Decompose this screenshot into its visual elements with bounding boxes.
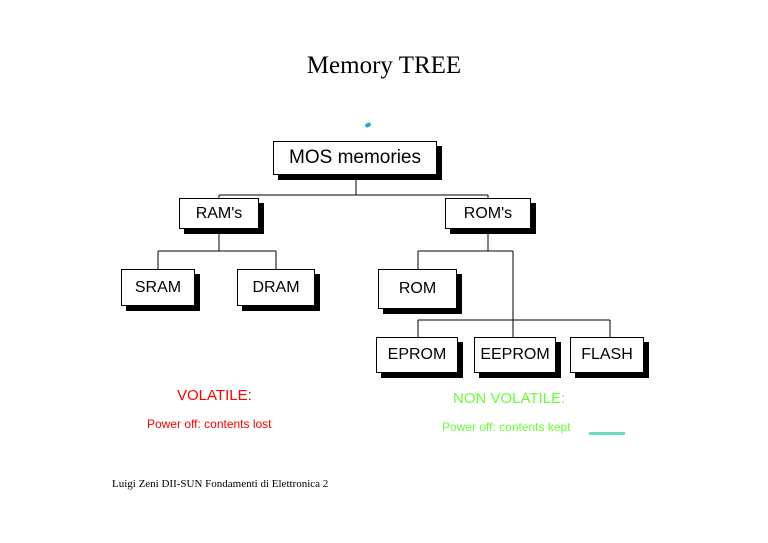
node-eprom: EPROM [376, 337, 458, 373]
node-rom: ROM [378, 269, 457, 309]
node-roms: ROM's [445, 198, 531, 229]
non-volatile-note: Power off: contents kept [442, 420, 571, 434]
highlight-underline [589, 432, 625, 435]
node-mos-memories: MOS memories [273, 141, 437, 175]
node-eeprom: EEPROM [474, 337, 556, 373]
node-label: DRAM [252, 278, 300, 296]
volatile-heading: VOLATILE: [177, 387, 252, 404]
non-volatile-heading: NON VOLATILE: [453, 390, 566, 407]
node-dram: DRAM [237, 269, 315, 306]
node-label: FLASH [581, 346, 633, 363]
node-label: EEPROM [480, 346, 550, 363]
node-rams: RAM's [179, 198, 259, 229]
node-label: ROM [398, 280, 437, 297]
slide-footer: Luigi Zeni DII-SUN Fondamenti di Elettro… [112, 478, 329, 490]
node-flash: FLASH [570, 337, 644, 373]
node-label: RAM's [195, 204, 243, 222]
node-label: MOS memories [289, 147, 421, 168]
node-label: EPROM [387, 346, 447, 363]
node-label: ROM's [463, 204, 513, 222]
node-sram: SRAM [121, 269, 195, 306]
slide-title: Memory TREE [306, 52, 462, 79]
node-label: SRAM [134, 278, 182, 296]
volatile-note: Power off: contents lost [147, 417, 272, 431]
